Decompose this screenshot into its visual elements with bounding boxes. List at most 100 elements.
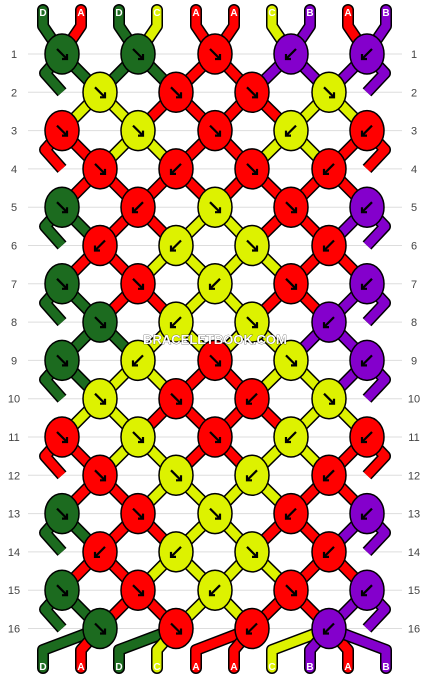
knot-grid (44, 33, 385, 650)
arrow-down-right-icon (132, 48, 144, 60)
top-strand-label: A (230, 8, 237, 19)
arrow-head-icon (100, 92, 107, 99)
knot (311, 607, 347, 650)
arrow-head-icon (138, 590, 145, 597)
arrow-head-icon (100, 322, 107, 329)
arrow-down-right-icon (132, 278, 144, 290)
arrow-head-icon (100, 628, 107, 635)
arrow-head-icon (252, 92, 259, 99)
arrow-head-icon (208, 283, 215, 290)
arrow-head-icon (176, 92, 183, 99)
watermark-text: BRACELETBOOK.COM (143, 332, 287, 347)
arrow-head-icon (245, 398, 252, 405)
row-number-left: 11 (8, 432, 19, 444)
row-number-left: 9 (11, 355, 17, 367)
arrow-head-icon (284, 130, 291, 137)
knot (349, 263, 385, 305)
knot (44, 492, 80, 535)
arrow-down-right-icon (285, 584, 297, 596)
arrow-head-icon (169, 245, 176, 252)
arrow-head-icon (62, 130, 69, 137)
knot (82, 531, 118, 573)
arrow-down-left-icon (361, 201, 373, 213)
row-number-left: 12 (8, 470, 20, 482)
knot (82, 71, 118, 114)
bottom-strand-label: B (382, 662, 389, 673)
arrow-head-icon (360, 283, 367, 290)
knot (273, 263, 309, 305)
knot (197, 416, 233, 458)
knot (82, 224, 118, 267)
knot (234, 148, 270, 190)
knot (234, 531, 270, 573)
arrow-down-right-icon (94, 622, 106, 635)
knot (44, 109, 80, 152)
row-number-right: 4 (411, 164, 417, 176)
row-number-right: 6 (411, 241, 417, 253)
arrow-down-left-icon (209, 278, 221, 290)
arrow-head-icon (284, 437, 291, 444)
bottom-strand-label: A (344, 662, 351, 673)
arrow-head-icon (360, 513, 367, 520)
arrow-head-icon (169, 168, 176, 175)
row-number-left: 2 (11, 87, 17, 99)
knot (120, 109, 156, 152)
arrow-down-right-icon (56, 278, 68, 290)
arrow-down-left-icon (323, 546, 335, 558)
arrow-down-left-icon (361, 48, 373, 60)
arrow-head-icon (322, 628, 329, 635)
knot (120, 33, 156, 75)
row-number-right: 14 (408, 547, 420, 559)
knot (120, 569, 156, 611)
knot (158, 607, 194, 650)
bottom-strand-label: C (268, 662, 275, 673)
arrow-head-icon (329, 398, 336, 405)
arrow-head-icon (245, 628, 252, 635)
arrow-head-icon (322, 245, 329, 252)
arrow-down-right-icon (94, 316, 106, 328)
arrow-down-right-icon (132, 431, 144, 443)
arrow-down-left-icon (246, 469, 258, 482)
arrow-head-icon (360, 54, 367, 61)
knot (349, 569, 385, 611)
arrow-head-icon (360, 590, 367, 597)
knot (158, 224, 194, 267)
arrow-down-left-icon (323, 316, 335, 328)
arrow-down-left-icon (94, 546, 106, 558)
arrow-down-right-icon (246, 163, 258, 175)
arrow-head-icon (169, 551, 176, 559)
arrow-head-icon (62, 437, 69, 444)
knot (82, 607, 118, 650)
arrow-head-icon (252, 551, 259, 559)
arrow-head-icon (215, 130, 222, 137)
knot (234, 454, 270, 497)
arrow-down-right-icon (323, 392, 335, 405)
row-number-right: 1 (411, 49, 417, 61)
row-number-right: 5 (411, 202, 417, 214)
arrow-head-icon (62, 283, 69, 290)
arrow-down-right-icon (56, 48, 68, 60)
arrow-head-icon (360, 360, 367, 367)
arrow-down-right-icon (323, 86, 335, 99)
arrow-head-icon (208, 590, 215, 597)
arrow-head-icon (169, 322, 176, 329)
knot (44, 569, 80, 611)
arrow-head-icon (100, 168, 107, 175)
arrow-down-right-icon (209, 354, 221, 367)
arrow-head-icon (62, 54, 69, 61)
knot (234, 224, 270, 267)
arrow-head-icon (100, 475, 107, 482)
arrow-head-icon (138, 437, 145, 444)
bottom-strand (191, 624, 257, 673)
arrow-down-right-icon (209, 431, 221, 443)
arrow-head-icon (252, 168, 259, 175)
arrow-down-left-icon (361, 584, 373, 596)
knot (44, 186, 80, 228)
arrow-head-icon (329, 92, 336, 99)
arrow-head-icon (176, 475, 183, 482)
row-number-right: 16 (408, 624, 420, 636)
arrow-head-icon (291, 283, 298, 290)
knot (349, 416, 385, 458)
